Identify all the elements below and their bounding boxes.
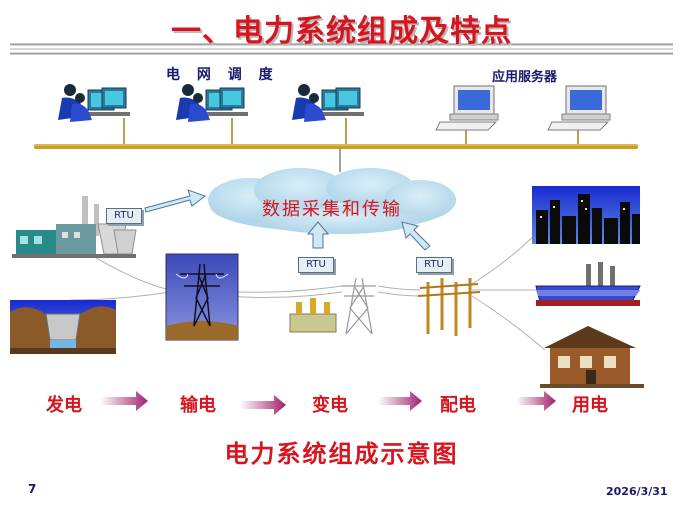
residential-house-icon (540, 326, 644, 388)
rtu-uplink-arrow (401, 221, 431, 251)
title-underline-band (10, 44, 673, 54)
rtu-box-distribution: RTU (416, 257, 452, 273)
data-acquisition-cloud (208, 168, 456, 234)
rtu-box-generation: RTU (106, 208, 142, 224)
city-skyline-icon (532, 186, 640, 244)
dispatcher-workstation-icon (58, 84, 130, 122)
rtu-uplink-arrow (306, 221, 330, 249)
application-server-icon (435, 85, 499, 131)
slide-date: 2026/3/31 (606, 485, 668, 498)
application-server-label: 应用服务器 (492, 70, 558, 85)
stage-substation: 变电 (312, 395, 348, 416)
dispatcher-workstation-icon (292, 84, 364, 122)
page-title: 一、电力系统组成及特点 (171, 14, 512, 49)
distribution-poles-icon (417, 278, 481, 336)
rtu-box-substation: RTU (298, 257, 334, 273)
transmission-tower-icon (165, 253, 239, 341)
flow-arrows (100, 391, 556, 415)
dispatcher-workstation-icon (176, 84, 248, 122)
cloud-label: 数据采集和传输 (262, 199, 402, 220)
substation-icon (289, 277, 376, 335)
thermal-power-plant-icon (12, 196, 137, 258)
factory-icon (535, 262, 641, 306)
page-number: 7 (28, 482, 37, 496)
rtu-uplink-arrow (144, 189, 207, 213)
stage-consumption: 用电 (572, 395, 608, 416)
grid-dispatch-label: 电 网 调 度 (166, 67, 279, 83)
hydro-dam-icon (10, 300, 116, 354)
application-server-icon (547, 85, 611, 131)
stage-distribution: 配电 (440, 395, 476, 416)
stage-transmission: 输电 (180, 395, 216, 416)
stage-generation: 发电 (46, 395, 82, 416)
diagram-caption: 电力系统组成示意图 (224, 439, 459, 468)
